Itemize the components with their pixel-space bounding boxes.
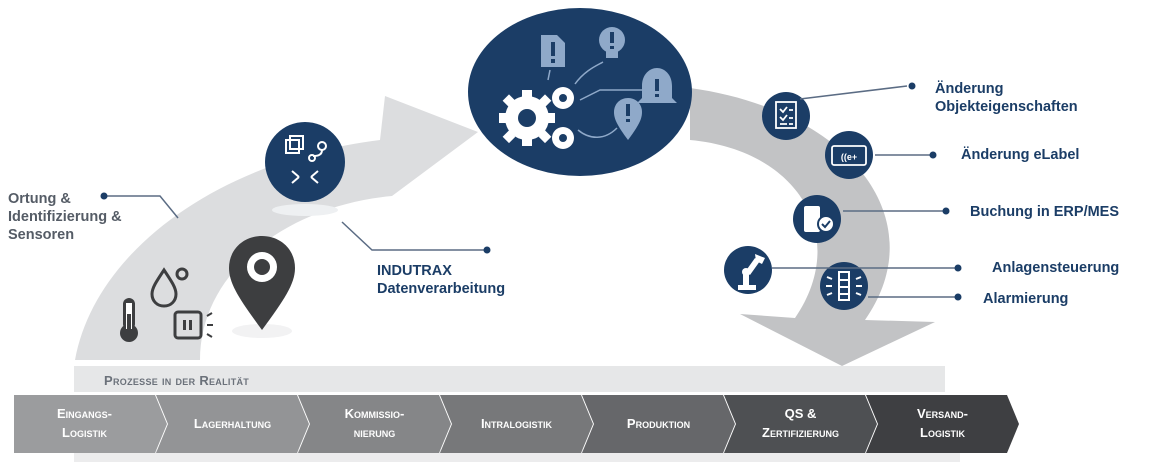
leader-lines xyxy=(104,85,955,298)
data-processing-node xyxy=(265,122,345,202)
process-step-label: Versand- xyxy=(917,406,968,421)
process-band xyxy=(74,366,945,392)
label-anlagensteuerung: Anlagensteuerung xyxy=(992,260,1120,276)
label-aenderung-objekt: Änderung Objekteigenschaften xyxy=(935,81,1078,116)
process-step-label: nierung xyxy=(354,425,396,440)
process-step-label: Logistik xyxy=(62,425,107,440)
process-step-2 xyxy=(156,395,309,453)
elabel-icon: ((e+ xyxy=(831,145,867,166)
robot-arm-icon xyxy=(738,254,765,290)
process-step-label: Lagerhaltung xyxy=(194,416,271,431)
location-pin-shadow xyxy=(232,324,292,338)
alert-pin-icon xyxy=(614,98,642,140)
process-step-label: Logistik xyxy=(920,425,965,440)
label-indutrax: INDUTRAX Datenverarbeitung xyxy=(377,263,506,298)
process-band-title: Prozesse in der Realität xyxy=(104,373,250,388)
label-alarmierung: Alarmierung xyxy=(983,291,1069,307)
process-step-label: Eingangs- xyxy=(57,406,112,421)
elabel-node xyxy=(825,131,873,179)
document-alert-icon xyxy=(541,35,565,67)
thermometer-icon xyxy=(120,298,138,342)
process-step-6 xyxy=(724,395,877,453)
checklist-icon xyxy=(775,101,797,129)
bell-icon xyxy=(637,68,677,103)
sensor-tag-icon xyxy=(173,310,213,340)
water-drop-icon xyxy=(150,267,189,308)
alarm-light-icon xyxy=(826,271,862,301)
process-step-7 xyxy=(866,395,1019,453)
process-step-5 xyxy=(582,395,735,453)
process-step-1 xyxy=(14,395,167,453)
label-ortung: Ortung & Identifizierung & Sensoren xyxy=(8,191,122,244)
lightbulb-icon xyxy=(599,27,625,58)
process-chevrons: Eingangs- Logistik Lagerhaltung Kommissio-n… xyxy=(14,395,1019,453)
process-step-3 xyxy=(298,395,451,453)
process-step-label: Intralogistik xyxy=(481,416,553,431)
hub-connectors xyxy=(547,61,642,138)
svg-text:((e+: ((e+ xyxy=(841,152,857,162)
process-step-label: Zertifizierung xyxy=(762,425,839,440)
erp-booking-icon xyxy=(804,206,835,233)
label-buchung: Buchung in ERP/MES xyxy=(970,204,1120,220)
process-step-label: Kommissio- xyxy=(345,406,405,421)
process-step-label: QS & xyxy=(785,406,817,421)
data-processing-shadow xyxy=(272,204,338,216)
leader-dots xyxy=(100,82,962,301)
data-processing-icon xyxy=(285,135,327,184)
process-step-4 xyxy=(440,395,593,453)
location-pin-icon xyxy=(229,236,295,330)
label-aenderung-elabel: Änderung eLabel xyxy=(961,147,1080,163)
process-step-label: Produktion xyxy=(627,416,690,431)
